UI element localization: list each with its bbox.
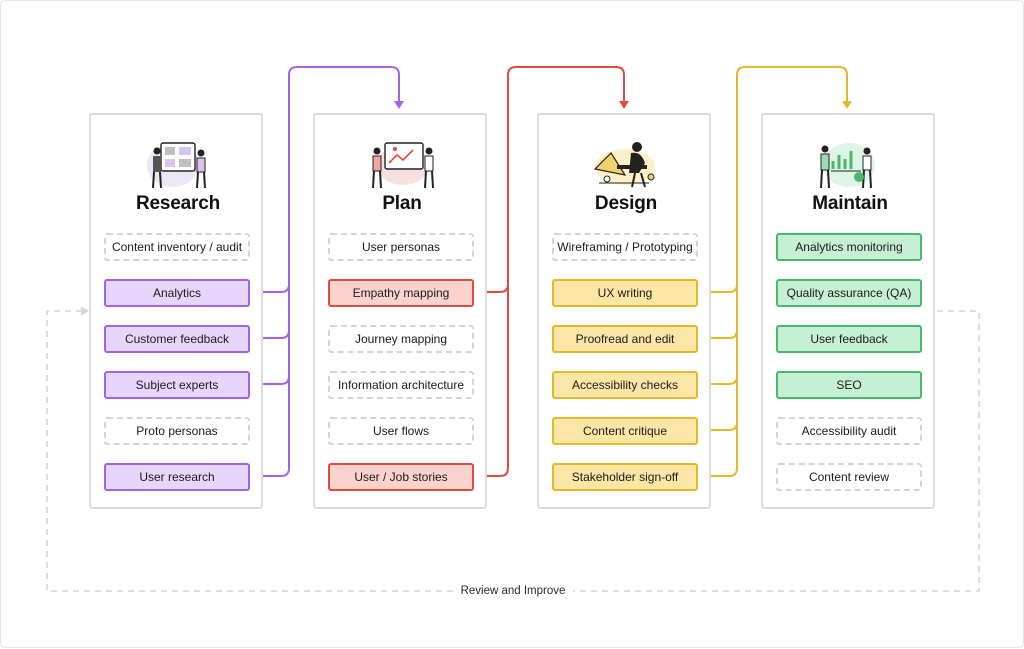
design-to-maintain-arrow-icon [842, 101, 852, 109]
phase-title: Plan [382, 193, 422, 214]
task-item: Content review [776, 463, 922, 491]
research-to-plan-arrow-icon [394, 101, 404, 109]
phase-card-design: Design Wireframing / Prototyping UX writ… [537, 113, 711, 509]
research-illustration-icon [147, 142, 206, 189]
task-item: Empathy mapping [328, 279, 474, 307]
task-item: SEO [776, 371, 922, 399]
task-item: Analytics [104, 279, 250, 307]
design-to-maintain-connector [698, 66, 848, 477]
phase-card-maintain: Maintain Analytics monitoring Quality as… [761, 113, 935, 509]
task-item: User feedback [776, 325, 922, 353]
phase-title: Research [136, 193, 220, 214]
task-item: Stakeholder sign-off [552, 463, 698, 491]
review-loop-arrow-icon [81, 306, 89, 316]
task-item: Accessibility checks [552, 371, 698, 399]
review-loop-left [46, 310, 453, 592]
task-item: Proofread and edit [552, 325, 698, 353]
research-to-plan-connector [250, 66, 400, 477]
review-loop-right [573, 310, 980, 592]
task-item: Journey mapping [328, 325, 474, 353]
task-item: Content critique [552, 417, 698, 445]
task-item: Proto personas [104, 417, 250, 445]
review-and-improve-label: Review and Improve [453, 583, 573, 599]
task-item: Accessibility audit [776, 417, 922, 445]
task-item: User personas [328, 233, 474, 261]
task-item: Customer feedback [104, 325, 250, 353]
task-item: Information architecture [328, 371, 474, 399]
task-item: Wireframing / Prototyping [552, 233, 698, 261]
task-item: Subject experts [104, 371, 250, 399]
design-illustration-icon [593, 142, 655, 188]
task-item: User flows [328, 417, 474, 445]
task-item: UX writing [552, 279, 698, 307]
plan-to-design-arrow-icon [619, 101, 629, 109]
task-item: Analytics monitoring [776, 233, 922, 261]
task-item: User / Job stories [328, 463, 474, 491]
phase-card-plan: Plan User personas Empathy mapping Journ… [313, 113, 487, 509]
maintain-illustration-icon [820, 143, 875, 189]
phase-card-research: Research Content inventory / audit Analy… [89, 113, 263, 509]
plan-to-design-connector [474, 66, 625, 477]
task-item: Content inventory / audit [104, 233, 250, 261]
task-item: Quality assurance (QA) [776, 279, 922, 307]
task-item: User research [104, 463, 250, 491]
phase-title: Maintain [812, 193, 888, 214]
plan-illustration-icon [372, 142, 434, 189]
phase-title: Design [594, 193, 658, 214]
